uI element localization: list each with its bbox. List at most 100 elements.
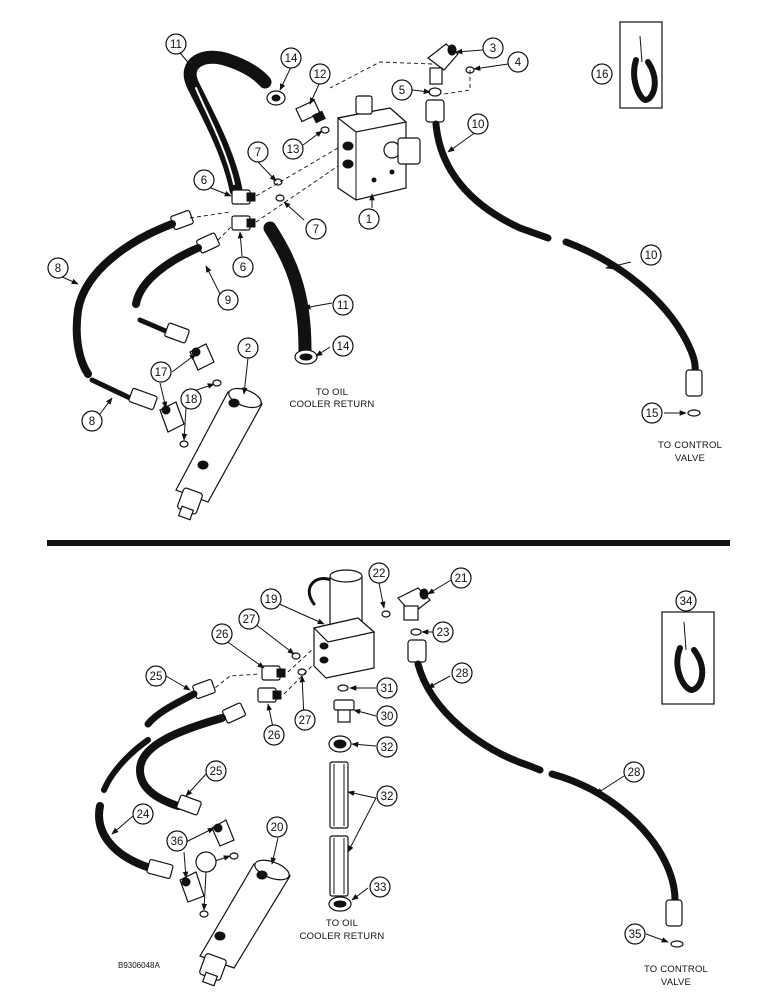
callout-28-top: 28: [451, 662, 473, 684]
hose-31: [329, 761, 349, 897]
svg-text:10: 10: [472, 119, 485, 131]
o-ring-18-bottom: [179, 440, 189, 448]
strap-16-box: [619, 21, 663, 109]
callout-35: 36: [166, 830, 188, 852]
lower-oil-return-line1: TO OIL: [326, 918, 358, 929]
svg-text:1: 1: [366, 214, 372, 226]
o-ring-23: [410, 628, 422, 636]
hose-9: [132, 232, 220, 344]
o-ring-36-bottom: [199, 910, 209, 918]
hose-11-lower: [263, 221, 312, 357]
svg-text:5: 5: [399, 85, 405, 97]
fitting-26-top: [261, 665, 286, 681]
callout-36: [195, 851, 217, 873]
o-ring-15: [687, 409, 701, 417]
svg-text:24: 24: [137, 809, 150, 821]
hose-10: [425, 99, 703, 397]
callout-31: 32: [376, 785, 398, 807]
svg-text:8: 8: [55, 263, 61, 275]
o-ring-27-top: [291, 652, 301, 660]
callout-26-bottom: 26: [263, 724, 285, 746]
clamp-14-upper: [266, 90, 286, 106]
callout-6-top: 6: [193, 169, 215, 191]
lower-callouts: 22 21 23 34 19 27 26 25 26 27 28 31 30 3…: [111, 562, 708, 988]
svg-text:17: 17: [155, 367, 168, 379]
callout-11-top: 11: [165, 33, 187, 55]
svg-text:4: 4: [515, 57, 522, 69]
svg-text:11: 11: [170, 39, 182, 51]
svg-text:19: 19: [265, 594, 278, 606]
lower-control-valve-line1: TO CONTROL: [644, 964, 708, 975]
callout-8-top: 8: [47, 257, 69, 279]
clamp-32-top: [328, 735, 352, 753]
svg-text:21: 21: [455, 573, 468, 585]
svg-text:31: 31: [381, 683, 394, 695]
upper-control-valve-line1: TO CONTROL: [658, 440, 722, 451]
fitting-29: [333, 699, 355, 723]
callout-8-bottom: 8: [81, 410, 103, 432]
valve-19: [307, 569, 376, 679]
svg-text:34: 34: [680, 596, 693, 608]
callout-23: 23: [432, 621, 454, 643]
elbow-3: [427, 43, 459, 85]
callout-14-top: 14: [280, 47, 302, 69]
callout-32-bottom: 33: [369, 876, 391, 898]
svg-text:36: 36: [171, 836, 184, 848]
fitting-6-bottom: [231, 215, 256, 231]
svg-text:23: 23: [437, 627, 450, 639]
hose-24: [95, 737, 174, 880]
callout-27-bottom: 27: [294, 709, 316, 731]
callout-11-bottom: 11: [332, 294, 354, 316]
svg-text:9: 9: [225, 295, 231, 307]
svg-text:22: 22: [373, 568, 386, 580]
clamp-32-bottom: [328, 896, 352, 912]
callout-4: 4: [507, 51, 529, 73]
elbow-21: [397, 587, 431, 621]
callout-22: 22: [368, 562, 390, 584]
callout-29: 30: [376, 705, 398, 727]
clamp-14-lower: [294, 349, 318, 365]
callout-20: 20: [266, 816, 288, 838]
upper-oil-return-line2: COOLER RETURN: [290, 399, 375, 410]
callout-26-top: 26: [211, 623, 233, 645]
o-ring-34: [670, 940, 684, 948]
svg-text:11: 11: [337, 300, 349, 312]
elbow-17-bottom: [159, 401, 185, 433]
callout-7-top: 7: [247, 141, 269, 163]
section-divider: [47, 540, 730, 546]
elbow-35-bottom: [179, 871, 205, 903]
o-ring-5: [428, 87, 442, 97]
callout-17: 17: [150, 361, 172, 383]
callout-32-top: 32: [376, 736, 398, 758]
svg-text:8: 8: [89, 416, 95, 428]
callout-30: 31: [376, 677, 398, 699]
svg-text:25: 25: [150, 671, 163, 683]
svg-text:32: 32: [381, 742, 394, 754]
svg-text:35: 35: [629, 929, 642, 941]
svg-text:27: 27: [243, 614, 256, 626]
o-ring-22: [381, 610, 391, 618]
callout-5: 5: [391, 79, 413, 101]
lower-control-valve-line2: VALVE: [661, 977, 691, 988]
callout-2: 2: [237, 337, 259, 359]
svg-text:10: 10: [645, 250, 658, 262]
svg-text:25: 25: [210, 766, 223, 778]
svg-text:26: 26: [216, 629, 229, 641]
upper-control-valve-line2: VALVE: [675, 453, 705, 464]
callout-27-top: 27: [238, 608, 260, 630]
hose-25-top: [144, 678, 216, 728]
svg-text:26: 26: [268, 730, 281, 742]
o-ring-36-top: [229, 852, 239, 860]
svg-text:33: 33: [374, 882, 387, 894]
fitting-12: [295, 99, 326, 124]
callout-24: 24: [132, 803, 154, 825]
callout-16: 16: [591, 63, 613, 85]
svg-text:13: 13: [287, 144, 300, 156]
callout-3: 3: [482, 37, 504, 59]
o-ring-7-bottom: [275, 194, 285, 202]
svg-text:28: 28: [628, 767, 641, 779]
callout-14-bottom: 14: [332, 335, 354, 357]
lower-assembly: [95, 569, 715, 987]
o-ring-18-top: [212, 379, 222, 387]
svg-text:30: 30: [381, 711, 394, 723]
